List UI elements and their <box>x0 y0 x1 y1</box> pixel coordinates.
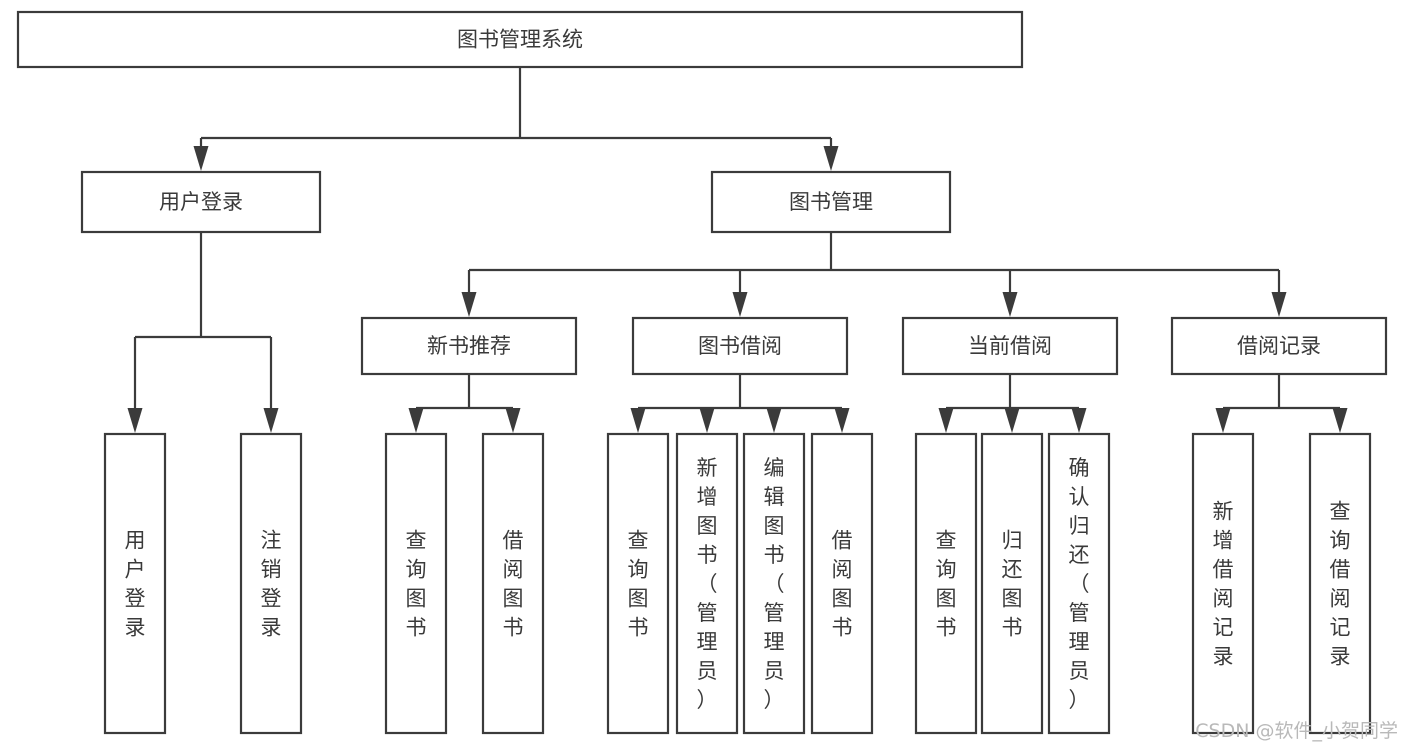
node-leaf-cur-query[interactable]: 查询图书 <box>914 432 978 735</box>
node-l2-book-borrow[interactable]: 图书借阅 <box>631 316 849 376</box>
node-box[interactable] <box>710 170 952 234</box>
connector-group <box>461 232 1287 317</box>
node-box[interactable] <box>1170 316 1388 376</box>
node-label: 查询图书 <box>406 529 427 640</box>
node-l1-user-login[interactable]: 用户登录 <box>80 170 322 234</box>
node-leaf-borrow-query[interactable]: 查询图书 <box>606 432 670 735</box>
node-l2-borrow-record[interactable]: 借阅记录 <box>1170 316 1388 376</box>
node-box[interactable] <box>980 432 1044 735</box>
node-leaf-rec-search[interactable]: 查询借阅记录 <box>1308 432 1372 735</box>
arrowhead-icon <box>1271 292 1287 317</box>
node-leaf-user-login[interactable]: 用户登录 <box>103 432 167 735</box>
arrowhead-icon <box>823 146 839 171</box>
node-label: 当前借阅 <box>968 334 1052 358</box>
node-leaf-logout[interactable]: 注销登录 <box>239 432 303 735</box>
node-label: 新增借阅记录 <box>1213 500 1234 669</box>
node-box[interactable] <box>16 10 1024 69</box>
node-box[interactable] <box>481 432 545 735</box>
node-label: 用户登录 <box>125 529 146 640</box>
node-label: 新书推荐 <box>427 334 511 358</box>
node-box[interactable] <box>631 316 849 376</box>
arrowhead-icon <box>1215 408 1231 433</box>
node-leaf-borrow-lend[interactable]: 借阅图书 <box>810 432 874 735</box>
arrowhead-icon <box>732 292 748 317</box>
node-leaf-borrow-edit[interactable]: 编辑图书（管理员） <box>742 432 806 735</box>
node-box[interactable] <box>810 432 874 735</box>
arrowhead-icon <box>505 408 521 433</box>
connector-group <box>127 232 279 433</box>
arrowhead-icon <box>1002 292 1018 317</box>
arrowhead-icon <box>699 408 715 433</box>
node-leaf-cur-return[interactable]: 归还图书 <box>980 432 1044 735</box>
node-box[interactable] <box>914 432 978 735</box>
node-box[interactable] <box>606 432 670 735</box>
node-label: 用户登录 <box>159 190 243 214</box>
csdn-watermark: CSDN @软件_小贺同学 <box>1195 720 1398 742</box>
node-label: 图书借阅 <box>698 334 782 358</box>
node-box[interactable] <box>742 432 806 735</box>
arrowhead-icon <box>630 408 646 433</box>
node-label: 查询借阅记录 <box>1330 500 1351 669</box>
connector-group <box>193 67 839 171</box>
node-leaf-cur-confirm[interactable]: 确认归还（管理员） <box>1047 432 1111 735</box>
node-label: 注销登录 <box>261 529 282 640</box>
arrowhead-icon <box>834 408 850 433</box>
node-l1-book-manage[interactable]: 图书管理 <box>710 170 952 234</box>
node-leaf-rec-borrow[interactable]: 借阅图书 <box>481 432 545 735</box>
node-label: 图书管理 <box>789 190 873 214</box>
arrowhead-icon <box>1071 408 1087 433</box>
node-box[interactable] <box>901 316 1119 376</box>
node-label: 借阅记录 <box>1237 334 1321 358</box>
arrowhead-icon <box>938 408 954 433</box>
connector-group <box>938 374 1087 433</box>
connector-layer <box>127 67 1348 433</box>
node-leaf-borrow-add[interactable]: 新增图书（管理员） <box>675 432 739 735</box>
node-layer: 图书管理系统用户登录图书管理新书推荐图书借阅当前借阅借阅记录用户登录注销登录查询… <box>16 10 1388 735</box>
arrowhead-icon <box>1332 408 1348 433</box>
arrowhead-icon <box>127 408 143 433</box>
node-box[interactable] <box>239 432 303 735</box>
node-box[interactable] <box>80 170 322 234</box>
connector-group <box>1215 374 1348 433</box>
arrowhead-icon <box>263 408 279 433</box>
arrowhead-icon <box>408 408 424 433</box>
node-label: 借阅图书 <box>832 529 853 640</box>
arrowhead-icon <box>461 292 477 317</box>
node-leaf-rec-add[interactable]: 新增借阅记录 <box>1191 432 1255 735</box>
node-box[interactable] <box>1308 432 1372 735</box>
node-label: 确认归还（管理员） <box>1069 456 1090 712</box>
node-label: 查询图书 <box>628 529 649 640</box>
node-label: 归还图书 <box>1002 529 1023 640</box>
arrowhead-icon <box>1004 408 1020 433</box>
node-l2-current-borrow[interactable]: 当前借阅 <box>901 316 1119 376</box>
node-box[interactable] <box>675 432 739 735</box>
connector-group <box>630 374 850 433</box>
node-leaf-rec-query[interactable]: 查询图书 <box>384 432 448 735</box>
node-box[interactable] <box>384 432 448 735</box>
arrowhead-icon <box>193 146 209 171</box>
node-label: 编辑图书（管理员） <box>764 456 785 712</box>
node-box[interactable] <box>1191 432 1255 735</box>
node-label: 新增图书（管理员） <box>697 456 718 712</box>
node-label: 查询图书 <box>936 529 957 640</box>
node-box[interactable] <box>103 432 167 735</box>
node-l2-new-book-rec[interactable]: 新书推荐 <box>360 316 578 376</box>
node-root[interactable]: 图书管理系统 <box>16 10 1024 69</box>
connector-group <box>408 374 521 433</box>
node-label: 借阅图书 <box>503 529 524 640</box>
node-box[interactable] <box>360 316 578 376</box>
arrowhead-icon <box>766 408 782 433</box>
node-box[interactable] <box>1047 432 1111 735</box>
node-label: 图书管理系统 <box>457 28 583 52</box>
